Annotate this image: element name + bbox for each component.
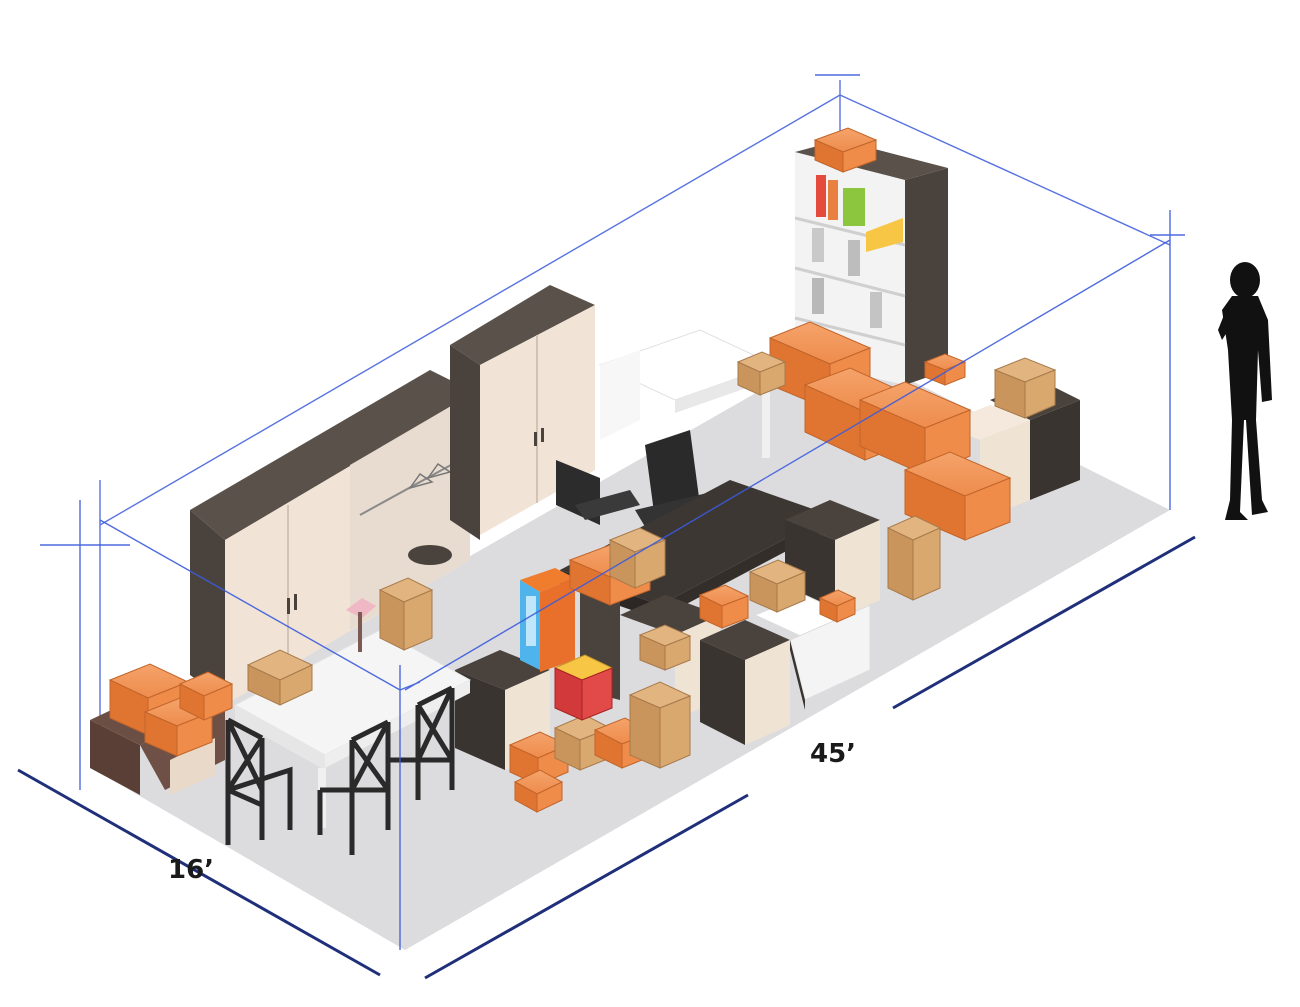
wardrobe-left bbox=[190, 370, 470, 705]
black-chair bbox=[556, 460, 640, 525]
unit-floor bbox=[95, 345, 1170, 950]
width-dimension-line bbox=[17, 768, 381, 977]
orange-locker bbox=[520, 568, 575, 672]
desk-white bbox=[598, 329, 777, 458]
dining-chairs bbox=[225, 685, 455, 855]
unit-wireframe-front bbox=[40, 74, 1185, 950]
person-silhouette-icon bbox=[1218, 262, 1272, 520]
bookshelf bbox=[794, 140, 948, 385]
length-dimension-line-a bbox=[424, 793, 749, 980]
box-stacks bbox=[108, 127, 1057, 813]
length-label: 45’ bbox=[810, 739, 856, 769]
dimension-lines bbox=[17, 535, 1196, 980]
table-lamp bbox=[346, 598, 376, 652]
length-dimension-line-b bbox=[892, 535, 1196, 710]
width-label: 16’ bbox=[168, 855, 214, 885]
